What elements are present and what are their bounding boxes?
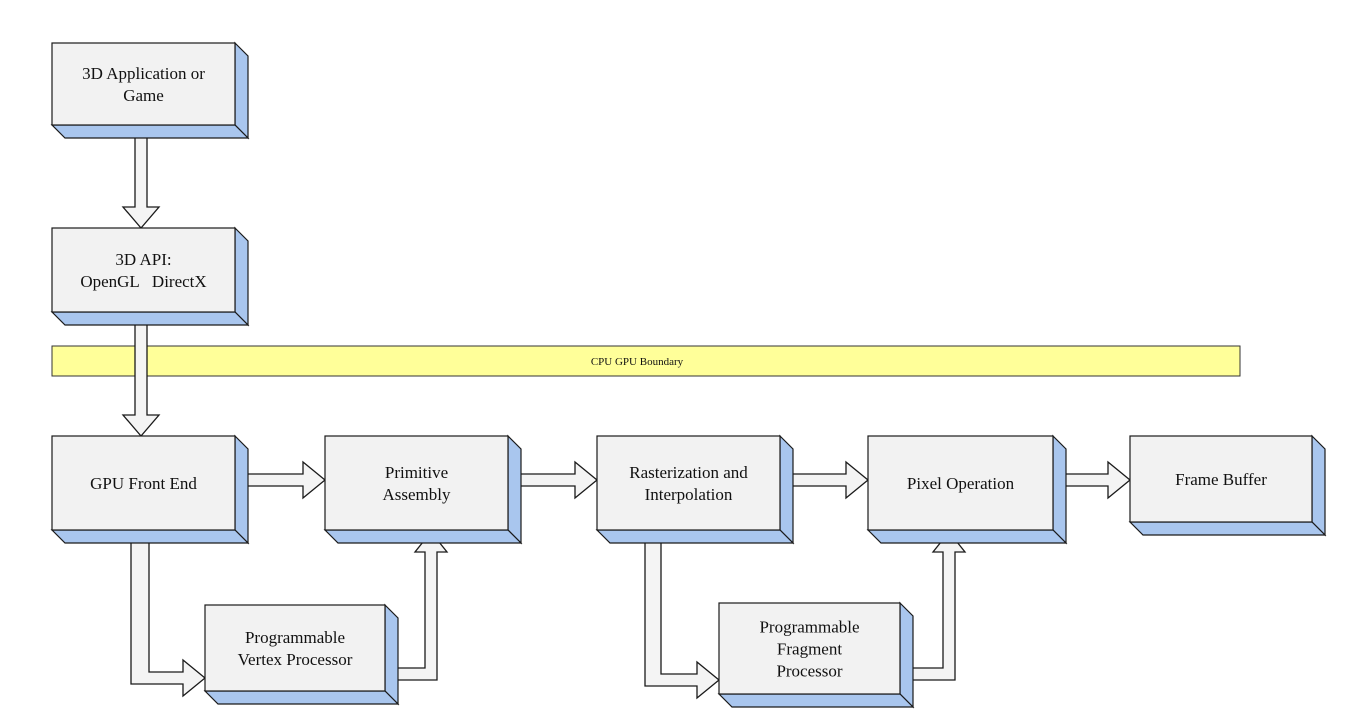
box-vertex-label-line: Programmable (245, 628, 345, 647)
box-primitive-label-line: Assembly (383, 485, 452, 504)
box-raster-label-line: Interpolation (645, 485, 733, 504)
pipeline-boxes: 3D Application or Game 3D API: OpenGL Direc… (50, 41, 1327, 709)
box-pixel-side (1052, 434, 1067, 545)
box-api-side (234, 226, 249, 327)
box-raster-bottom (595, 529, 795, 544)
boundary-band (51, 345, 1241, 377)
box-raster-label-line: Rasterization and (629, 463, 748, 482)
box-fragment-side (899, 601, 914, 709)
box-fragment-bottom (717, 693, 915, 708)
box-primitive-label-line: Primitive (385, 463, 448, 482)
box-app-face (51, 42, 236, 126)
box-framebuffer: Frame Buffer (1128, 434, 1327, 537)
box-app-label-line: 3D Application or (82, 64, 205, 83)
box-vertex-bottom (203, 690, 400, 705)
box-raster-side (779, 434, 794, 545)
box-frontend-bottom (50, 529, 250, 544)
box-framebuffer-side (1311, 434, 1326, 537)
cpu-gpu-boundary: CPU GPU Boundary (51, 345, 1241, 377)
box-frontend-face (51, 435, 236, 531)
box-vertex-label-line: Vertex Processor (238, 650, 353, 669)
box-frontend-label-line: GPU Front End (90, 474, 197, 493)
box-frontend: GPU Front End (50, 434, 250, 545)
box-framebuffer-label-line: Frame Buffer (1175, 470, 1267, 489)
arrows (121, 124, 1132, 700)
box-api: 3D API: OpenGL DirectX (50, 226, 250, 327)
box-pixel-label-line: Pixel Operation (907, 474, 1015, 493)
arrow-frontend-to-vertex (130, 529, 207, 698)
box-api-label-line: OpenGL DirectX (80, 272, 206, 291)
box-primitive-bottom (323, 529, 523, 544)
box-vertex-side (384, 603, 399, 706)
box-primitive-face (324, 435, 509, 531)
box-fragment-label-line: Processor (776, 662, 842, 681)
box-fragment-face (718, 602, 901, 695)
box-api-bottom (50, 311, 250, 326)
arrow-raster-to-fragment (644, 529, 721, 700)
box-framebuffer-face (1129, 435, 1313, 523)
box-pixel-face (867, 435, 1054, 531)
box-primitive-side (507, 434, 522, 545)
arrow-app-to-api (121, 124, 161, 229)
arrow-api-to-frontend (121, 311, 161, 437)
box-pixel-bottom (866, 529, 1068, 544)
boundary-label: CPU GPU Boundary (591, 356, 684, 368)
box-app-bottom (50, 124, 250, 139)
box-frontend-side (234, 434, 249, 545)
box-api-label-line: 3D API: (115, 250, 171, 269)
box-pixel: Pixel Operation (866, 434, 1068, 545)
box-app-label-line: Game (123, 86, 164, 105)
box-raster-face (596, 435, 781, 531)
box-fragment-label-line: Fragment (777, 640, 842, 659)
box-fragment-label-line: Programmable (759, 618, 859, 637)
box-api-face (51, 227, 236, 313)
box-framebuffer-bottom (1128, 521, 1327, 536)
box-app-side (234, 41, 249, 140)
box-app: 3D Application or Game (50, 41, 250, 140)
box-vertex-face (204, 604, 386, 692)
